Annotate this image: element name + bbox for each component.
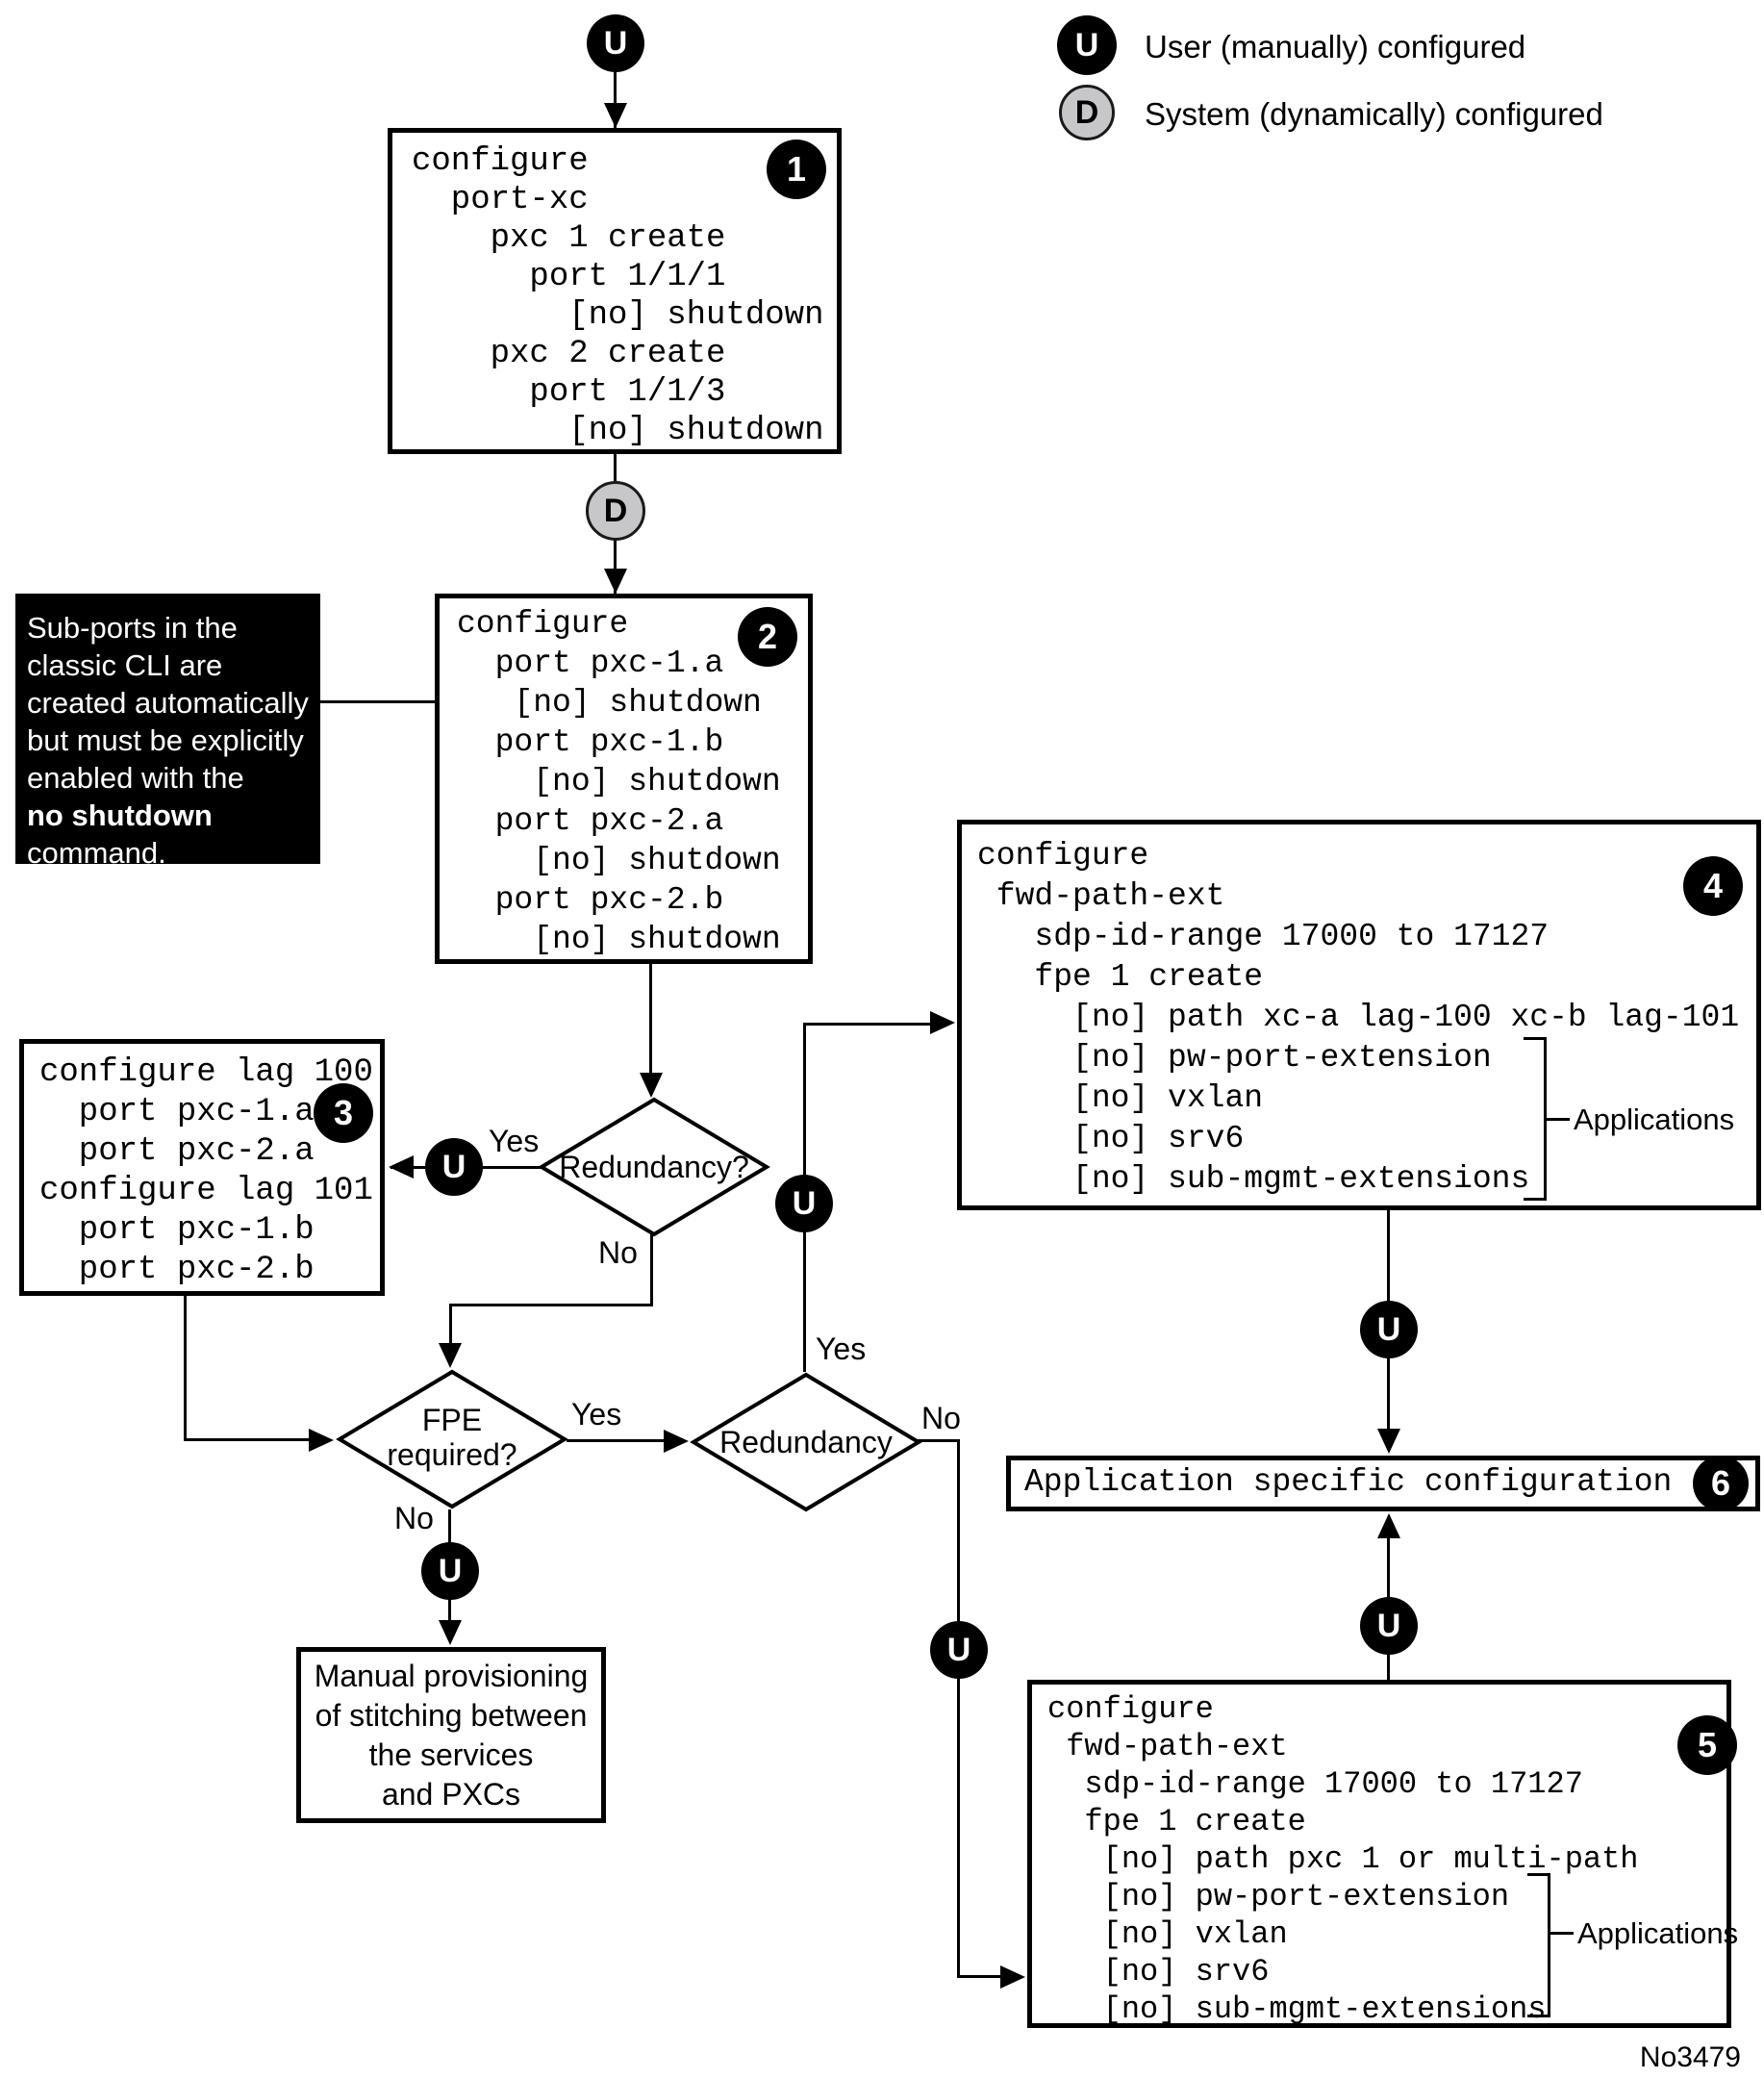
manual-provisioning-box: Manual provisioning of stitching between… [296,1647,606,1823]
arrowhead-into-box5 [1000,1965,1025,1989]
step1-badge: 1 [767,139,826,199]
arrowhead-into-manual-box [439,1620,462,1645]
step5-applications-label: Applications [1577,1916,1739,1950]
arrowhead-into-box6-bottom [1377,1513,1400,1538]
arrowhead-into-fpe-top [439,1343,462,1368]
legend-user-badge-icon: U [1057,15,1117,75]
edge-redundancy1-no-segment2 [449,1304,653,1306]
redundancy2-no-label: No [921,1401,961,1435]
arrowhead-into-box6-top [1377,1429,1400,1454]
arrowhead-into-redundancy1 [640,1073,663,1098]
legend-system-label: System (dynamically) configured [1145,96,1603,132]
box4-to-box6-user-badge-icon: U [1360,1301,1418,1358]
arrowhead-into-box4 [930,1011,955,1034]
legend-system-badge-icon: D [1059,85,1115,140]
edge-redundancy2-no-segment1 [916,1439,960,1442]
edge-redundancy2-yes-horizontal [803,1023,932,1026]
fpe-yes-label: Yes [571,1397,622,1432]
edge-redundancy1-no-segment1 [650,1233,653,1306]
fpe-no-label: No [394,1501,434,1535]
step5-applications-tick [1550,1932,1574,1935]
redundancy2-decision-label: Redundancy [719,1425,893,1459]
step4-applications-label: Applications [1574,1103,1735,1136]
redundancy1-no-label: No [598,1235,638,1270]
fpe-decision-label-line2: required? [387,1437,517,1472]
step6-text: Application specific configuration [1024,1464,1673,1500]
arrowhead-into-box1 [604,103,627,128]
system-configured-badge-icon: D [586,481,645,541]
arrowhead-into-box2 [604,569,627,594]
step2-badge: 2 [738,607,797,667]
step5-code: configure fwd-path-ext sdp-id-range 1700… [1047,1691,1639,2027]
edge-box2-to-redundancy1 [649,964,652,1075]
box5-to-box6-user-badge-icon: U [1360,1597,1418,1655]
step3-badge: 3 [314,1083,373,1143]
edge-fpe-yes-to-redundancy2 [567,1439,665,1442]
edge-redundancy1-no-segment3 [449,1304,452,1347]
redundancy2-yes-user-badge-icon: U [775,1175,833,1232]
step4-applications-tick [1547,1118,1570,1121]
arrowhead-into-box3 [389,1155,414,1179]
arrowhead-into-fpe-left [309,1429,334,1452]
start-user-badge-icon: U [587,14,644,72]
fpe-decision-label-line1: FPE [421,1403,483,1437]
redundancy2-yes-label: Yes [816,1331,867,1366]
fpe-decision-diamond [336,1369,568,1509]
edge-redundancy2-no-segment3 [957,1975,1002,1978]
step4-badge: 4 [1683,856,1743,916]
redundancy2-decision-diamond [690,1372,922,1512]
step2-code: configure port pxc-1.a [no] shutdown por… [457,606,781,957]
edge-box3-to-fpe-segment2 [184,1438,311,1441]
edge-callout-to-box2 [320,700,503,703]
redundancy1-yes-user-badge-icon: U [425,1138,483,1196]
step3-code: configure lag 100 port pxc-1.a port pxc-… [39,1054,373,1288]
figure-number: No3479 [1639,2041,1741,2073]
step5-badge: 5 [1677,1715,1737,1775]
edge-start-to-box1 [614,70,617,128]
step4-code: configure fwd-path-ext sdp-id-range 1700… [977,838,1740,1197]
redundancy2-no-user-badge-icon: U [930,1621,988,1679]
redundancy1-decision-label: Redundancy? [559,1150,749,1184]
step6-badge: 6 [1693,1456,1749,1511]
legend-user-label: User (manually) configured [1145,29,1526,64]
redundancy1-yes-label: Yes [489,1124,540,1158]
redundancy1-decision-diamond [538,1097,770,1237]
fpe-no-user-badge-icon: U [421,1542,479,1600]
step4-applications-bracket [1524,1037,1547,1201]
step1-code: configure port-xc pxc 1 create port 1/1/… [412,143,824,449]
edge-box3-to-fpe-segment1 [184,1296,187,1441]
edge-redundancy2-no-segment2 [957,1439,960,1977]
arrowhead-into-redundancy2 [664,1430,689,1453]
step5-applications-bracket [1527,1873,1550,2017]
